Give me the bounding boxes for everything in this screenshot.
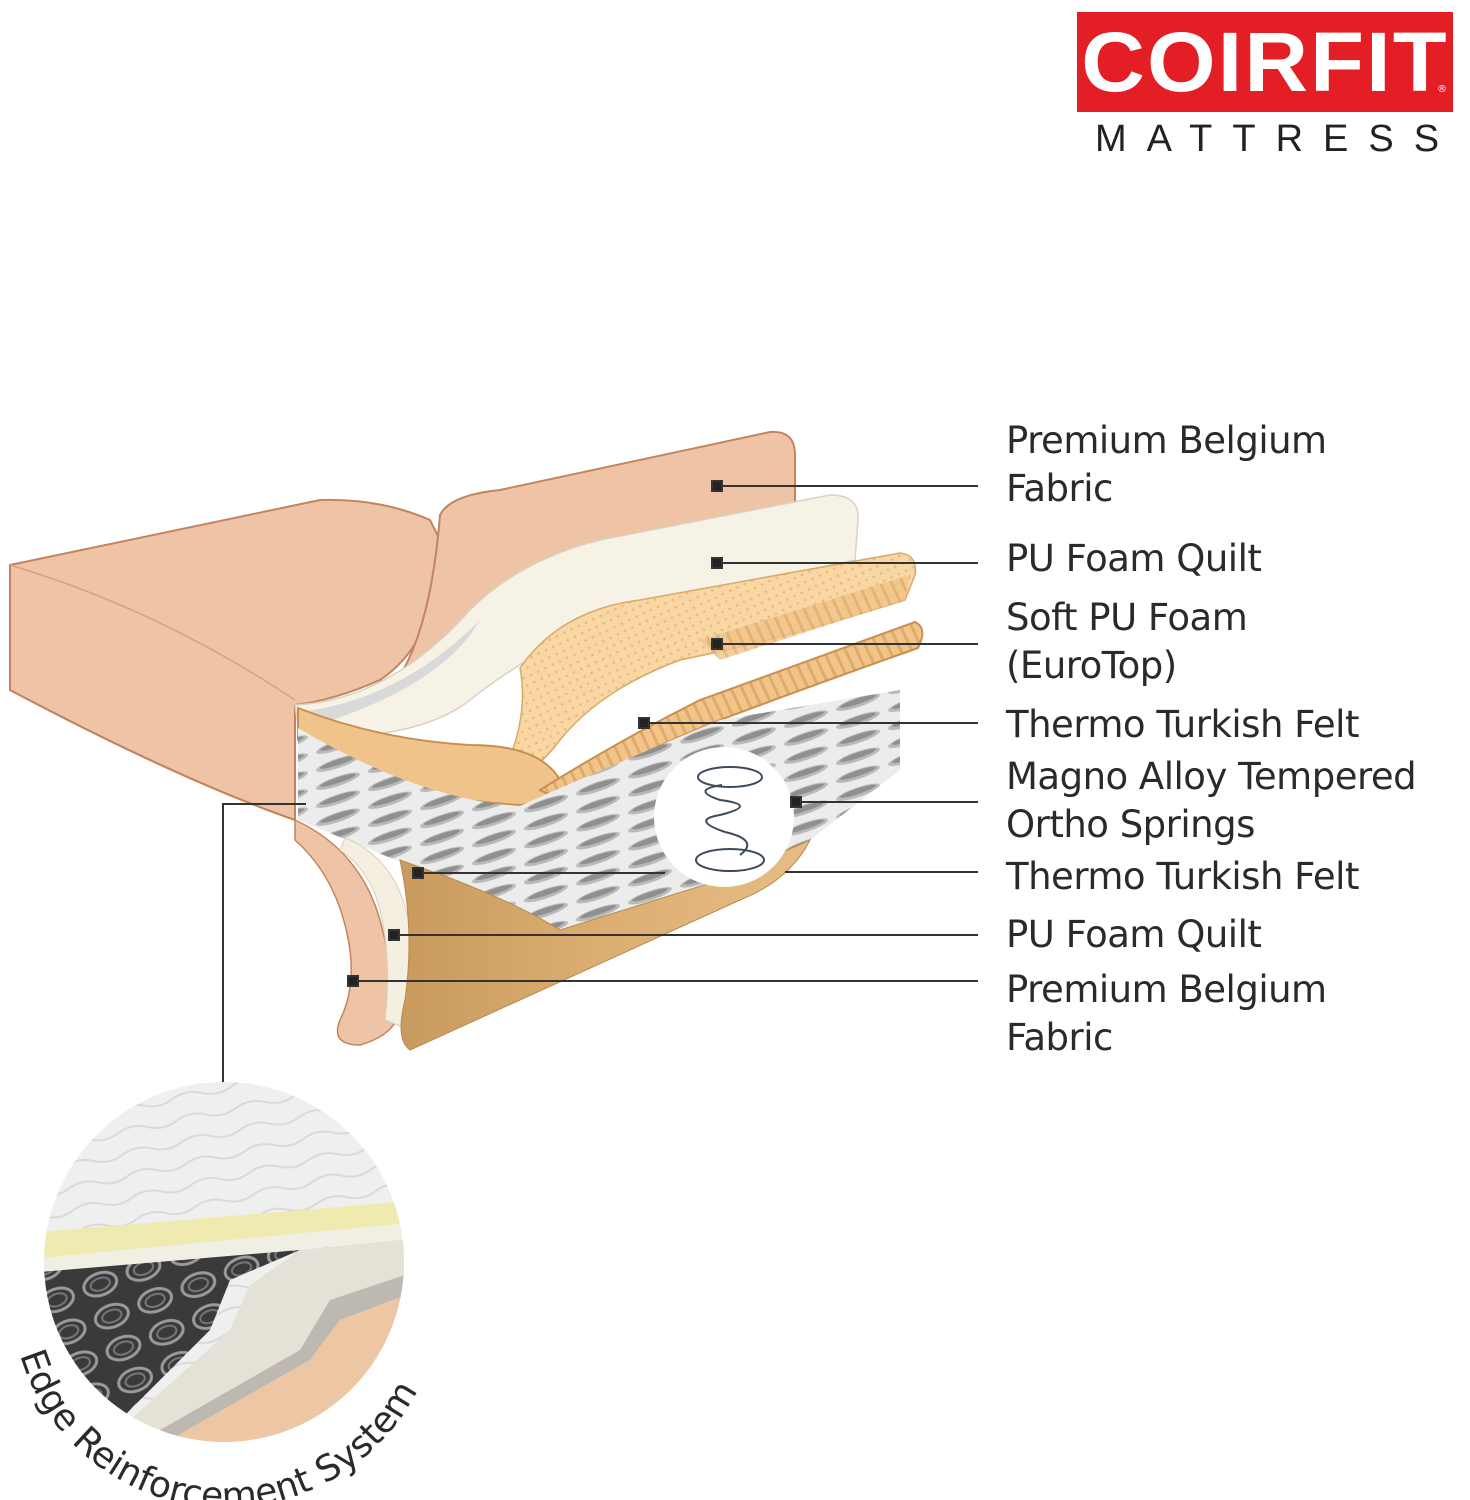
label-bottom-fabric: Premium Belgium Fabric [1006, 968, 1327, 1059]
label-top-quilt: PU Foam Quilt [1006, 537, 1262, 580]
label-bottom-quilt: PU Foam Quilt [1006, 913, 1262, 956]
bottom-fabric-layer [294, 818, 401, 1046]
label-top-felt: Thermo Turkish Felt [1006, 703, 1359, 746]
brand-logo: COIRFIT ® MATTRESS [1077, 12, 1453, 158]
logo-banner: COIRFIT ® [1077, 12, 1453, 112]
label-bottom-felt: Thermo Turkish Felt [1006, 855, 1359, 898]
logo-brand-name: COIRFIT [1081, 15, 1449, 109]
leader-lines [215, 480, 978, 1119]
edge-reinforcement-detail [44, 1082, 404, 1442]
logo-subtitle: MATTRESS [1095, 118, 1460, 160]
label-top-fabric: Premium Belgium Fabric [1006, 419, 1327, 510]
bottom-felt-layer [399, 838, 812, 1051]
spring-detail-magnifier [654, 747, 794, 887]
coil-spring-icon [695, 766, 765, 872]
label-eurotop: Soft PU Foam (EuroTop) [1006, 596, 1248, 687]
registered-mark: ® [1437, 84, 1447, 95]
label-springs: Magno Alloy Tempered Ortho Springs [1006, 755, 1417, 846]
springs-layer [298, 690, 900, 930]
top-fabric-layer [9, 430, 796, 822]
